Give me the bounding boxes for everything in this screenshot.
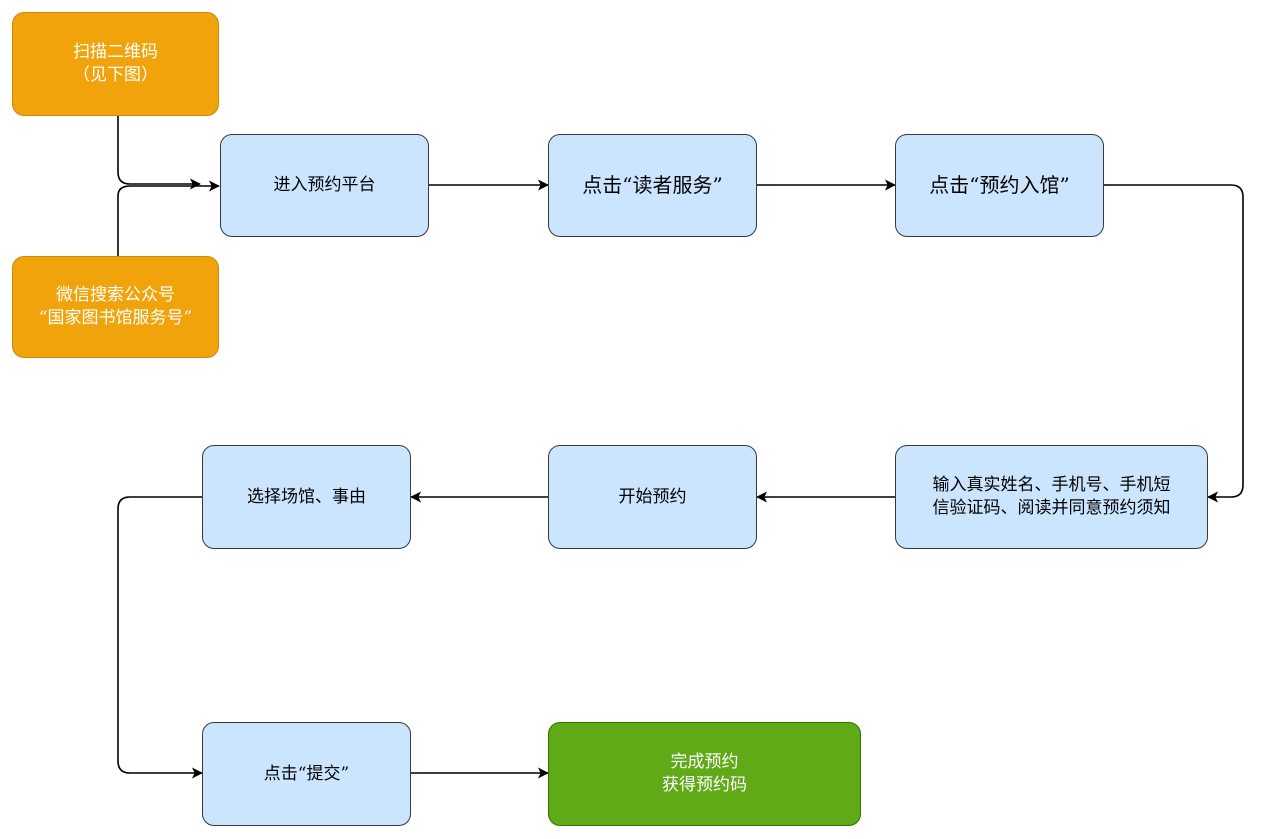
node-start-reserve-label: 开始预约 <box>618 486 687 507</box>
node-submit: 点击“提交” <box>202 722 411 826</box>
node-input-info-line2: 信验证码、阅读并同意预约须知 <box>932 498 1171 518</box>
node-reader-service-label: 点击“读者服务” <box>582 173 723 197</box>
node-reserve-entry: 点击“预约入馆” <box>895 134 1104 237</box>
node-scan-qr: 扫描二维码 （见下图） <box>12 12 219 116</box>
node-enter-platform-label: 进入预约平台 <box>273 175 376 196</box>
node-input-info-line1: 输入真实姓名、手机号、手机短 <box>932 475 1171 496</box>
node-scan-qr-line2: （见下图） <box>73 65 158 85</box>
node-select-venue-label: 选择场馆、事由 <box>247 486 366 507</box>
node-wechat-search-line2: “国家图书馆服务号” <box>38 308 193 328</box>
node-start-reserve: 开始预约 <box>548 445 757 549</box>
node-wechat-search-line1: 微信搜索公众号 <box>56 285 175 306</box>
node-complete-line1: 完成预约 <box>670 752 739 773</box>
node-scan-qr-line1: 扫描二维码 <box>73 42 158 63</box>
node-reader-service: 点击“读者服务” <box>548 134 757 237</box>
connector-reserve-entry-to-input <box>1104 184 1244 503</box>
connector-wechat-to-platform <box>117 180 220 256</box>
node-enter-platform: 进入预约平台 <box>220 134 429 237</box>
node-wechat-search: 微信搜索公众号 “国家图书馆服务号” <box>12 256 219 358</box>
node-complete-line2: 获得预约码 <box>662 775 747 795</box>
node-reserve-entry-label: 点击“预约入馆” <box>929 173 1070 197</box>
connector-select-to-submit <box>117 496 203 779</box>
node-select-venue: 选择场馆、事由 <box>202 445 411 549</box>
node-complete: 完成预约 获得预约码 <box>548 722 861 826</box>
connector-scan-to-platform <box>117 116 201 190</box>
node-input-info: 输入真实姓名、手机号、手机短 信验证码、阅读并同意预约须知 <box>895 445 1208 549</box>
node-submit-label: 点击“提交” <box>263 763 350 784</box>
